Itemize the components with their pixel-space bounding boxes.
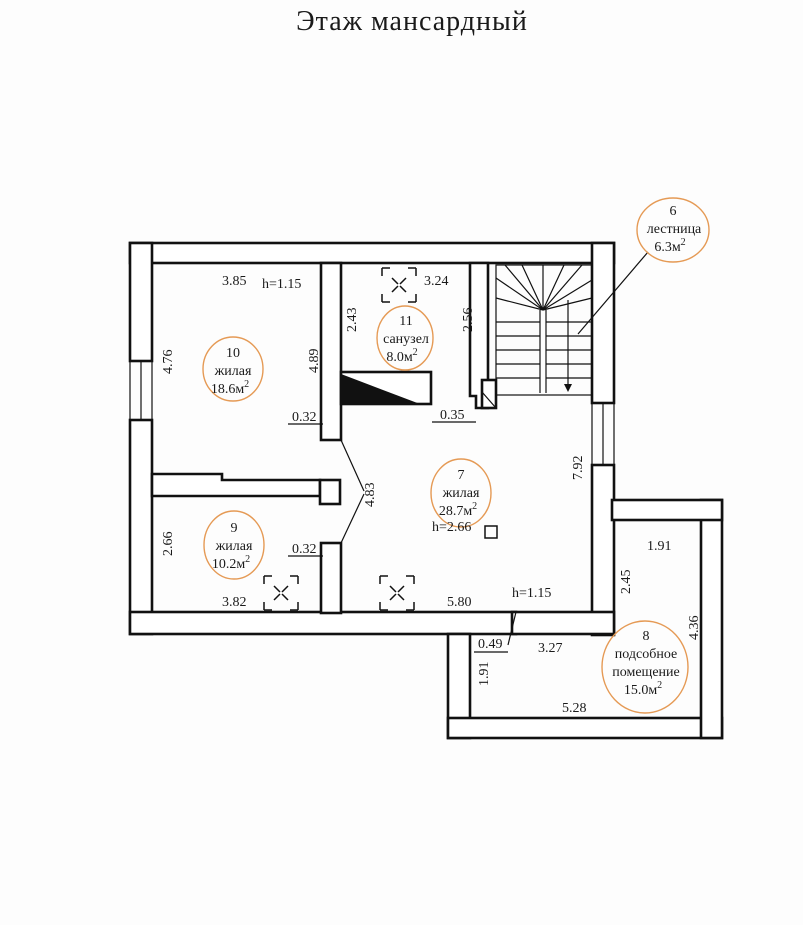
dimension: 3.85 <box>222 274 247 289</box>
dimension: 2.43 <box>345 308 360 333</box>
room-area: 8.0м2 <box>386 347 417 365</box>
room-number: 10 <box>226 346 240 361</box>
room-10-label: 10 жилая 18.6м2 <box>211 346 252 397</box>
fixtures <box>263 267 498 611</box>
room-area: 15.0м2 <box>624 680 662 698</box>
room-name-2: помещение <box>612 665 680 680</box>
height-mark: h=1.15 <box>262 277 301 292</box>
dimension: 5.80 <box>447 595 472 610</box>
dimension: 2.45 <box>619 570 634 595</box>
dimension: 0.32 <box>292 410 317 425</box>
dimension-leaders <box>288 421 508 653</box>
room-name: лестница <box>647 222 702 237</box>
dimension: 0.49 <box>478 637 503 652</box>
room-7-label: 7 жилая 28.7м2 <box>439 468 480 519</box>
dimension: 4.83 <box>363 483 378 508</box>
room-name: подсобное <box>615 647 677 662</box>
doors <box>340 391 517 646</box>
height-mark: h=1.15 <box>512 586 551 601</box>
dimension: 4.36 <box>687 616 702 641</box>
room-name: жилая <box>215 539 253 554</box>
dimension: 3.24 <box>424 274 449 289</box>
vent-icon <box>381 267 417 303</box>
room-name: жилая <box>442 486 480 501</box>
room-area: 18.6м2 <box>211 379 249 397</box>
room-number: 9 <box>231 521 238 536</box>
room-name: жилая <box>214 364 252 379</box>
dimension: 3.82 <box>222 595 247 610</box>
dimension: 4.76 <box>161 350 176 375</box>
dimension: 4.89 <box>307 349 322 374</box>
room-8-label: 8 подсобное помещение 15.0м2 <box>612 629 680 698</box>
room-area: 28.7м2 <box>439 501 477 519</box>
dimension: 1.91 <box>647 539 672 554</box>
vent-icon <box>263 575 299 611</box>
dimension: 5.28 <box>562 701 587 716</box>
room-number: 6 <box>670 204 677 219</box>
walls <box>128 241 724 740</box>
room-number: 11 <box>399 314 412 329</box>
column-icon <box>484 525 498 539</box>
dimension: 3.27 <box>538 641 563 656</box>
height-mark: h=2.66 <box>432 520 471 535</box>
room-number: 7 <box>458 468 465 483</box>
dimension: 1.91 <box>477 662 492 687</box>
dimension: 2.56 <box>461 308 476 333</box>
room-9-label: 9 жилая 10.2м2 <box>212 521 253 572</box>
room-number: 8 <box>643 629 650 644</box>
room-6-label: 6 лестница 6.3м2 <box>647 204 702 255</box>
room-area: 10.2м2 <box>212 554 250 572</box>
room-name: санузел <box>383 332 429 347</box>
dimension: 7.92 <box>571 456 586 481</box>
dimension: 0.35 <box>440 408 465 423</box>
plan-title: Этаж мансардный <box>296 6 528 37</box>
dimension: 0.32 <box>292 542 317 557</box>
dimension: 2.66 <box>161 532 176 557</box>
room-area: 6.3м2 <box>654 237 685 255</box>
staircase <box>495 251 649 396</box>
room-rings <box>202 197 710 714</box>
room-11-label: 11 санузел 8.0м2 <box>383 314 429 365</box>
vent-icon <box>379 575 415 611</box>
